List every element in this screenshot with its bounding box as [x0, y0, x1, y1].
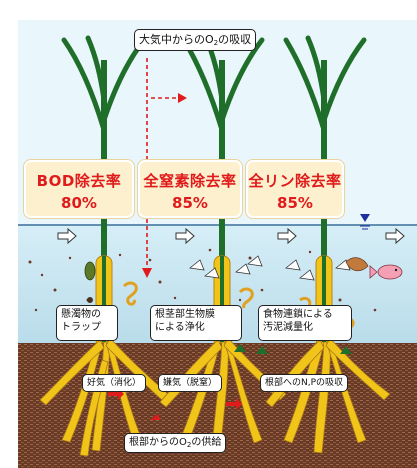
- np-uptake-label: 根部へのN,Pの吸収: [260, 374, 349, 392]
- water-level-marker: [360, 214, 370, 230]
- root-o2-prefix: 根部からのO: [129, 437, 187, 448]
- atmospheric-o2-prefix: 大気中からのO: [139, 33, 214, 46]
- phosphorus-removal-value: 85%: [277, 194, 313, 212]
- nitrogen-removal-value: 85%: [172, 194, 208, 212]
- fish: [369, 264, 403, 280]
- atmospheric-o2-sub: 2: [213, 39, 219, 47]
- suspended-solids-trap-label: 懸濁物の トラップ: [56, 305, 118, 341]
- bod-removal-value: 80%: [61, 194, 97, 212]
- atmospheric-o2-label: 大気中からのO2の吸収: [134, 29, 257, 51]
- atmospheric-o2-suffix: の吸収: [218, 33, 252, 46]
- anaerobic-label: 嫌気（脱窒）: [158, 374, 223, 392]
- organisms: [84, 255, 403, 337]
- phosphorus-removal-title: 全リン除去率: [248, 172, 342, 190]
- nitrogen-removal-title: 全窒素除去率: [143, 172, 237, 190]
- bod-removal-title: BOD除去率: [36, 172, 122, 190]
- flow-arrows: [57, 227, 405, 245]
- root-o2-suffix: の供給: [191, 437, 222, 448]
- suspended-particles: [28, 248, 402, 312]
- phosphorus-removal-panel: 全リン除去率 85%: [246, 160, 344, 218]
- root-o2-supply-label: 根部からのO2の供給: [124, 433, 227, 453]
- bod-removal-panel: BOD除去率 80%: [24, 160, 134, 218]
- aerobic-label: 好気（消化）: [82, 374, 147, 392]
- root-o2-sub: 2: [186, 441, 192, 449]
- plant-stems-front: [102, 256, 326, 342]
- rhizome-biofilm-label: 根茎部生物膜 による浄化: [150, 305, 242, 341]
- food-chain-label: 食物連鎖による 汚泥減量化: [258, 305, 352, 341]
- nitrogen-removal-panel: 全窒素除去率 85%: [138, 160, 242, 218]
